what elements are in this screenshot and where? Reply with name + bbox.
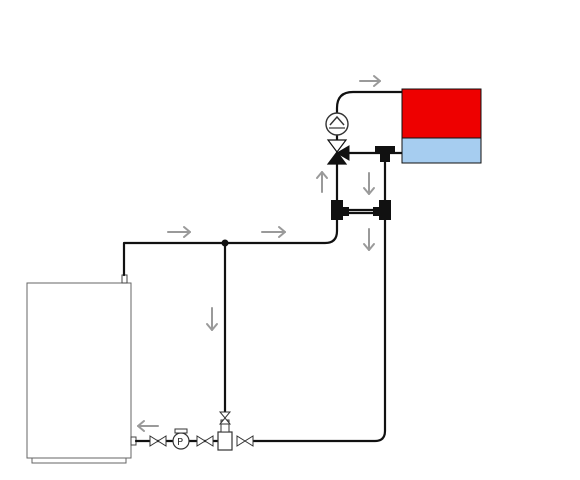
mixing-valve-top-b <box>218 417 232 425</box>
pump-riser-pipe <box>335 90 404 142</box>
arrow-left-icon <box>137 420 159 432</box>
valve-pair-left <box>196 435 206 447</box>
three-way-valve-icon <box>326 139 350 165</box>
return-pipe <box>250 160 387 443</box>
pump-impeller <box>329 115 345 126</box>
valve-pair-right <box>236 435 246 447</box>
pump-cap <box>174 428 188 434</box>
tee-fitting-right-arm <box>373 207 379 216</box>
arrow-down-icon <box>363 228 375 251</box>
check-valve-left <box>149 435 159 447</box>
valve-side-triangle <box>336 145 350 161</box>
valve-upper-triangle <box>326 139 348 153</box>
tank-body <box>26 282 132 459</box>
arrow-right-icon <box>261 226 286 238</box>
check-valve-left-b <box>157 435 167 447</box>
exchanger-outline <box>401 88 482 164</box>
cold-zone <box>402 138 481 163</box>
heat-exchanger <box>401 88 482 164</box>
tee-fitting-top <box>375 146 395 154</box>
tee-fitting-top-stem <box>380 154 390 162</box>
flow-arrows <box>137 75 381 432</box>
tee-fitting-left <box>331 200 343 220</box>
tank-top-port <box>121 274 128 284</box>
arrow-down-icon <box>206 307 218 331</box>
circulation-pump-icon <box>325 112 349 136</box>
tee-fitting-left-arm <box>343 207 349 216</box>
pump-symbol: P <box>177 437 183 448</box>
bottom-valve-assembly: P <box>149 411 254 451</box>
hot-zone <box>402 89 481 138</box>
arrow-up-icon <box>316 171 328 193</box>
supply-pipe <box>122 161 339 277</box>
junction-node <box>221 239 229 247</box>
storage-tank <box>26 274 137 464</box>
top-pump <box>325 112 349 136</box>
pipework <box>122 90 404 443</box>
tee-fitting-right <box>379 200 391 220</box>
arrow-right-icon <box>167 226 191 238</box>
valve-pair-left-b <box>204 435 214 447</box>
mixing-valve-body <box>217 431 233 451</box>
valve-pair-right-b <box>244 435 254 447</box>
arrow-right-icon <box>359 75 381 87</box>
tank-base <box>31 457 127 464</box>
mixing-valve-top-a <box>218 411 232 419</box>
valve-lower-triangle <box>326 151 348 165</box>
arrow-down-icon <box>363 172 375 195</box>
fittings <box>331 146 395 220</box>
